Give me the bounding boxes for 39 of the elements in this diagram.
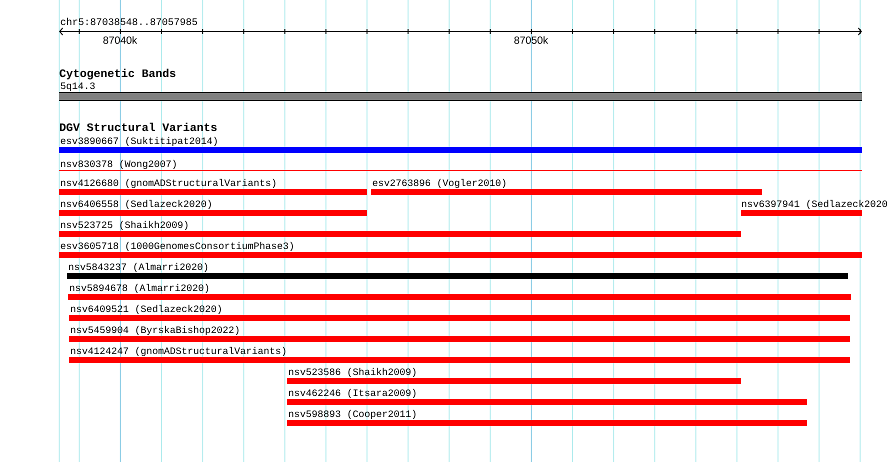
tick-label: 87040k (103, 36, 138, 44)
variant-bar: nsv4126680 (gnomADStructuralVariants) (59, 178, 367, 195)
variant-bar: nsv5894678 (Almarri2020) (68, 284, 851, 300)
node-label: esv3605718 (1000GenomesConsortiumPhase3) (60, 242, 293, 252)
node-label: nsv462246 (Itsara2009) (289, 388, 416, 398)
track-heading: Cytogenetic Bands (60, 68, 176, 80)
node-label: nsv4124247 (gnomADStructuralVariants) (71, 346, 286, 356)
variant-bar: nsv5459904 (ByrskaBishop2022) (69, 326, 850, 342)
node-label: esv2763896 (Vogler2010) (372, 178, 506, 188)
variant-bar: esv3605718 (1000GenomesConsortiumPhase3) (59, 242, 862, 258)
node-label: nsv523586 (Shaikh2009) (289, 368, 416, 378)
track-heading: DGV Structural Variants (60, 122, 217, 132)
node-label: 5q14.3 (60, 82, 95, 92)
variant-bar: nsv5843237 (Almarri2020) (67, 262, 848, 279)
range-label: chr5:87038548..87057985 (60, 18, 198, 26)
node-label: nsv4126680 (gnomADStructuralVariants) (61, 178, 276, 188)
variant-bar: nsv830378 (Wong2007) (59, 160, 862, 171)
node-label: nsv523725 (Shaikh2009) (61, 220, 188, 230)
node-label: nsv830378 (Wong2007) (61, 160, 176, 170)
node-label: nsv6406558 (Sedlazeck2020) (61, 200, 211, 210)
variant-bar: nsv6397941 (Sedlazeck2020 (741, 200, 888, 216)
cytoband-bar: 5q14.3 (58, 82, 862, 101)
variant-bar: esv2763896 (Vogler2010) (371, 178, 762, 195)
variant-bar: nsv523586 (Shaikh2009) (287, 368, 741, 384)
variant-bar: nsv598893 (Cooper2011) (287, 410, 807, 426)
variant-bar: nsv6406558 (Sedlazeck2020) (59, 200, 367, 216)
tick-label: 87050k (514, 36, 548, 44)
variant-bar: nsv4124247 (gnomADStructuralVariants) (69, 346, 850, 363)
variant-bar: nsv523725 (Shaikh2009) (59, 220, 741, 237)
node-label: nsv5894678 (Almarri2020) (70, 284, 208, 294)
node-label: nsv5843237 (Almarri2020) (69, 262, 208, 272)
variant-bar: esv3890667 (Suktitipat2014) (59, 136, 862, 153)
node-label: esv3890667 (Suktitipat2014) (60, 136, 217, 146)
variant-bar: nsv6409521 (Sedlazeck2020) (69, 304, 850, 321)
node-label: nsv598893 (Cooper2011) (289, 410, 416, 420)
variant-bar: nsv462246 (Itsara2009) (287, 388, 807, 405)
node-label: nsv5459904 (ByrskaBishop2022) (71, 326, 238, 336)
node-label: nsv6409521 (Sedlazeck2020) (71, 304, 221, 314)
node-label: nsv6397941 (Sedlazeck2020 (742, 200, 888, 210)
